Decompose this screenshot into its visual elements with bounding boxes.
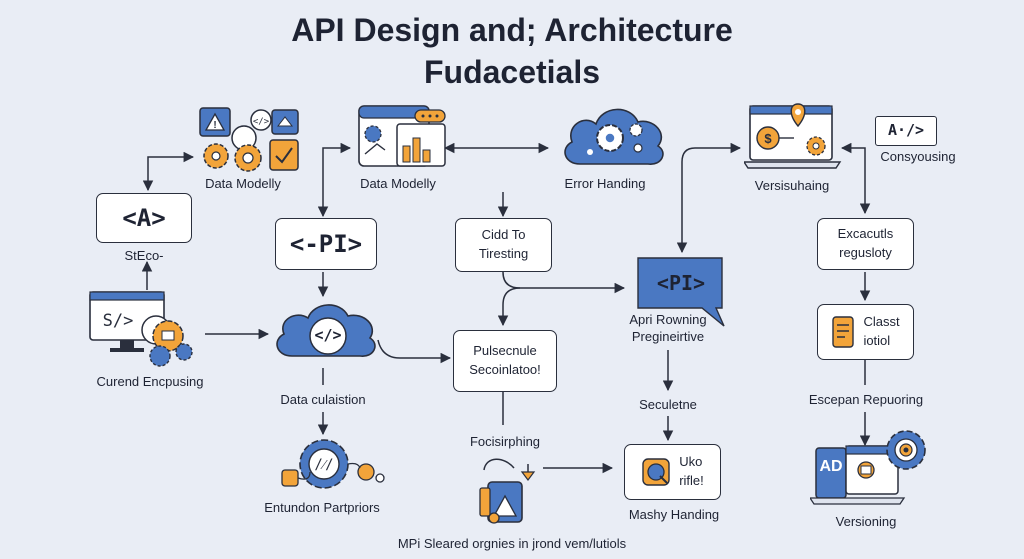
error-handing-cloud-icon: [564, 108, 664, 165]
data-culaistion-label: Data culaistion: [280, 392, 366, 407]
pulsecnule-box: Pulsecnule Secoinlatoo!: [453, 330, 557, 392]
svg-text:/⁄/: /⁄/: [314, 457, 333, 473]
data-modelly-label: Data Modelly: [205, 176, 281, 191]
classt-box: Classt iotiol: [817, 304, 914, 360]
seculetne-label: Seculetne: [639, 397, 697, 412]
consyousing-code-box: A·/>: [875, 116, 937, 146]
api-badge-label: <PI>: [656, 271, 706, 295]
mashy-handing-label: Mashy Handing: [628, 507, 720, 522]
versisuhaing-label: Versisuhaing: [754, 178, 830, 193]
arrow-cidd-to-pulsecnule: [497, 287, 521, 327]
curend-monitor-icon: S/>: [89, 291, 193, 367]
escepan-label: Escepan Repuoring: [808, 392, 924, 407]
error-handing-label: Error Handing: [564, 176, 646, 191]
uko-box: Uko rifle!: [624, 444, 721, 500]
classt-document-icon: [832, 316, 855, 348]
api-rowning-label: Apri Rowning Pregineirtive: [629, 312, 707, 344]
versioning-gear-screen-icon: [810, 430, 926, 505]
entundon-gear-icon: /⁄/: [281, 439, 385, 489]
consyousing-label: Consyousing: [880, 149, 956, 164]
footer-caption: MPi Sleared orgnies in jrond vem/lutiols: [397, 536, 627, 551]
ad-badge-label: AD: [819, 458, 843, 475]
data-modeling-icon: ! </>: [199, 107, 299, 172]
arrow-cidd-to-api: [502, 271, 626, 294]
versioning-label: Versioning: [835, 514, 897, 529]
svg-text:!: !: [213, 120, 216, 131]
data-modelly-label-2: Data Modelly: [360, 176, 436, 191]
svg-text:$: $: [764, 131, 772, 146]
svg-text:S/>: S/>: [103, 311, 134, 331]
focisirphing-label: Focisirphing: [469, 434, 541, 449]
cidd-box: Cidd To Tiresting: [455, 218, 552, 272]
pi-code-box: <-PI>: [275, 218, 377, 270]
arrow-modelly-to-pi: [317, 142, 352, 218]
steco-code-box: <A>: [96, 193, 192, 243]
arrow-modelly-to-steco: [142, 151, 195, 192]
arrow-cloud-to-api: [676, 142, 742, 254]
excacutls-box: Excacutls regusloty: [817, 218, 914, 270]
classt-label: Classt iotiol: [863, 314, 900, 348]
focisirphing-device-icon: [479, 458, 536, 524]
arrow-cloud-to-pulsecnule: [377, 339, 452, 364]
versisuhaing-laptop-icon: $: [744, 103, 842, 169]
arrow-versi-to-excacutls: [840, 142, 871, 215]
diagram-title-line1: API Design and; Architecture: [291, 12, 733, 48]
uko-label: Uko rifle!: [679, 454, 704, 488]
data-modelly-dashboard-icon: [358, 105, 446, 167]
diagram-title-line2: Fudacetials: [423, 54, 601, 90]
steco-label: StEco-: [124, 248, 164, 263]
api-speech-badge-icon: [637, 257, 725, 327]
curend-label: Curend Encpusing: [96, 374, 204, 389]
api-cloud-icon: [276, 304, 376, 357]
uko-gear-icon: [642, 458, 670, 486]
cloud-code-label: </>: [314, 326, 342, 344]
svg-text:</>: </>: [253, 117, 270, 127]
entundon-label: Entundon Partpriors: [264, 500, 380, 515]
